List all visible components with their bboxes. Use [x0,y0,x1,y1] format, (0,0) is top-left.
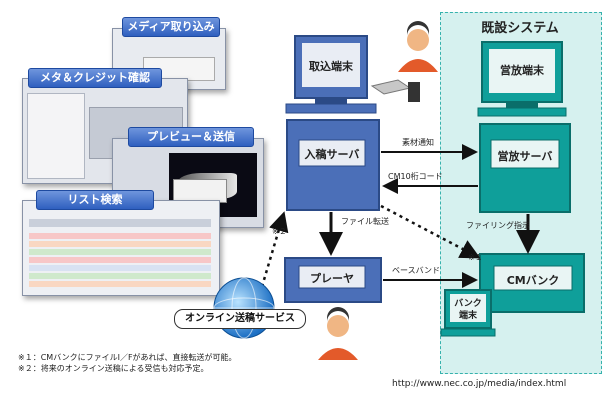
intake-server-label: 入稿サーバ [304,148,360,161]
intake-server-box [286,119,380,211]
cm-bank-label: CMバンク [506,274,560,287]
mark2-text: ※２ [272,227,287,236]
broadcast-server-label: 営放サーバ [497,150,553,163]
bank-terminal-monitor [440,289,496,337]
online-service-globe-icon [213,277,275,339]
bank-terminal-label-1: バンク [454,299,482,309]
operator-bottom-icon [318,307,358,360]
existing-system-title: 既設システム [481,21,559,36]
broadcast-server-box [479,123,571,213]
footnote-1: ※１：CMバンクにファイルI／Fがあれば、直接転送が可能。 [18,353,237,362]
source-url: http://www.nec.co.jp/media/index.html [392,379,567,389]
footnote-2: ※２：将来のオンライン送稿による受信も対応予定。 [18,364,209,373]
online-service-label: オンライン送稿サービス [174,309,306,329]
media-import-label: メディア取り込み [122,17,220,37]
player-box [284,257,382,303]
list-search-screen [22,200,220,296]
card-reader-devices [370,79,420,102]
mark1-text: ※１ [468,253,483,262]
cm-bank-box [479,253,585,313]
baseband-text: ベースバンド [392,266,440,275]
file-transfer-text: ファイル転送 [341,217,389,226]
material-notice-text: 素材通知 [402,138,434,147]
list-search-label: リスト検索 [36,190,154,210]
cm-code-text: CM10桁コード [388,172,443,181]
operator-top-icon [398,21,438,72]
broadcast-terminal-label: 営放端末 [500,64,544,77]
meta-credit-label: メタ＆クレジット確認 [28,68,162,88]
preview-send-label: プレビュー＆送信 [128,127,254,147]
broadcast-terminal-monitor [477,41,567,117]
intake-terminal-label: 取込端末 [309,60,353,73]
player-label: プレーヤ [310,272,354,285]
filing-instruction-text: ファイリング指示 [466,221,530,230]
intake-terminal-monitor [285,35,377,114]
direct-transfer-arrow [380,204,481,259]
bank-terminal-label-2: 端末 [458,311,477,321]
